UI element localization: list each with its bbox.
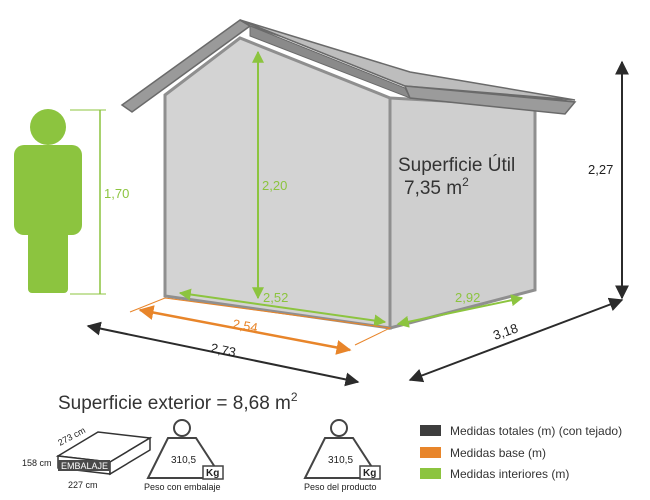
weight-value-1: 310,5 bbox=[171, 455, 196, 466]
weight-ring-icon bbox=[173, 419, 191, 437]
weight-caption-1: Peso con embalaje bbox=[144, 482, 221, 492]
weight-caption-2: Peso del producto bbox=[304, 482, 377, 492]
total-width-line bbox=[86, 321, 360, 387]
total-depth-line bbox=[408, 297, 624, 383]
weight-value-2: 310,5 bbox=[328, 455, 353, 466]
person-height-label: 1,70 bbox=[104, 186, 129, 201]
shed-roof-eave bbox=[403, 85, 577, 115]
weight-with-packaging bbox=[146, 419, 224, 480]
weight-unit-badge bbox=[202, 465, 224, 480]
interior-depth-label: 2,92 bbox=[455, 290, 480, 305]
surface-util-value: 7,35 m2 bbox=[404, 175, 469, 199]
legend-label-interior: Medidas interiores (m) bbox=[450, 467, 569, 481]
shed-roof-top bbox=[239, 19, 576, 101]
box-label-background bbox=[58, 460, 110, 471]
legend-swatch-total bbox=[420, 425, 441, 436]
legend-swatch-base bbox=[420, 447, 441, 458]
person-head bbox=[30, 109, 66, 145]
packaging-box bbox=[55, 431, 153, 476]
shed bbox=[120, 19, 577, 330]
weight-product bbox=[303, 419, 381, 480]
weight-ring-icon bbox=[330, 419, 348, 437]
total-width-label: 2,73 bbox=[209, 340, 237, 360]
interior-width-label: 2,52 bbox=[263, 290, 288, 305]
legend: Medidas totales (m) (con tejado) Medidas… bbox=[420, 424, 622, 481]
surface-util-title: Superficie Útil bbox=[398, 154, 515, 176]
legend-label-total: Medidas totales (m) (con tejado) bbox=[450, 424, 622, 438]
person-legs bbox=[28, 225, 68, 293]
box-height: 158 cm bbox=[22, 458, 52, 468]
box-label: EMBALAJE bbox=[61, 461, 108, 471]
total-height-label: 2,27 bbox=[588, 162, 613, 177]
exterior-surface-label: Superficie exterior = 8,68 m2 bbox=[58, 390, 298, 414]
weight-unit-badge bbox=[359, 465, 381, 480]
weight-unit-2: Kg bbox=[363, 468, 376, 479]
person-silhouette bbox=[14, 109, 82, 293]
legend-swatch-interior bbox=[420, 468, 441, 479]
weight-unit-1: Kg bbox=[206, 468, 219, 479]
legend-label-base: Medidas base (m) bbox=[450, 446, 546, 460]
box-width: 227 cm bbox=[68, 480, 98, 490]
base-width-label: 2,54 bbox=[231, 316, 259, 335]
person-body bbox=[14, 145, 82, 235]
interior-height-label: 2,20 bbox=[262, 178, 287, 193]
